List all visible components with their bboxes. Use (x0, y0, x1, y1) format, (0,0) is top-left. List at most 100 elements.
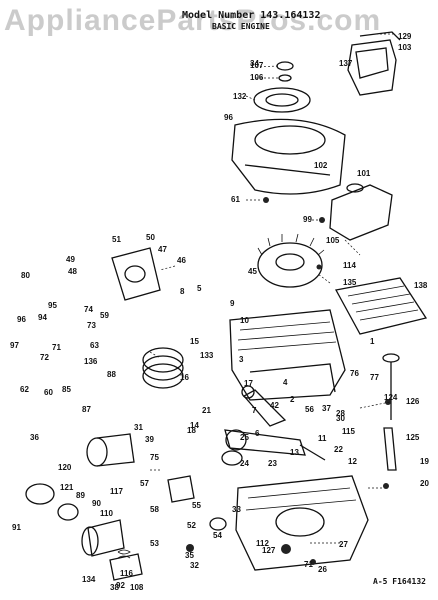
part-callout-17: 17 (244, 379, 253, 388)
part-callout-58: 58 (150, 505, 159, 514)
part-callout-116: 116 (120, 569, 133, 578)
part-callout-35: 35 (185, 551, 194, 560)
part-callout-87: 87 (82, 405, 91, 414)
part-callout-14: 14 (190, 421, 199, 430)
muffler-part[interactable] (329, 183, 393, 241)
part-callout-124: 124 (384, 393, 398, 402)
part-callout-2: 2 (290, 395, 295, 404)
part-callout-74: 74 (84, 305, 93, 314)
part-callout-33: 33 (232, 505, 241, 514)
part-callout-88: 88 (107, 370, 116, 379)
part-callout-80: 80 (21, 271, 30, 280)
part-callout-45: 45 (248, 267, 257, 276)
engine-block-part[interactable] (229, 309, 346, 401)
part-callout-37: 37 (322, 404, 331, 413)
sump-base-part[interactable] (235, 475, 369, 571)
watermark: AppliancePartsPros.com (4, 4, 382, 37)
dipstick-part[interactable] (382, 353, 400, 420)
part-callout-46: 46 (177, 256, 186, 265)
part-callout-23: 23 (268, 459, 277, 468)
part-callout-38: 38 (110, 583, 119, 592)
spacer-cylinder-part[interactable] (86, 433, 135, 467)
part-callout-132: 132 (233, 92, 247, 101)
part-callout-96: 96 (17, 315, 26, 324)
carburetor-part[interactable] (111, 247, 161, 301)
part-callout-15: 15 (190, 337, 199, 346)
part-callout-110: 110 (100, 509, 113, 518)
part-callout-92: 92 (116, 581, 125, 590)
part-callout-60: 60 (44, 388, 53, 397)
part-callout-85: 85 (62, 385, 71, 394)
part-callout-101: 101 (357, 169, 371, 178)
part-callout-49: 49 (66, 255, 75, 264)
part-callout-25: 25 (240, 433, 249, 442)
part-callout-53: 53 (150, 539, 159, 548)
part-callout-96: 96 (224, 113, 233, 122)
part-callout-9: 9 (230, 299, 235, 308)
diagram-subtitle: BASIC ENGINE (212, 22, 270, 31)
part-callout-24: 24 (240, 459, 249, 468)
part-callout-77: 77 (370, 373, 379, 382)
part-callout-48: 48 (68, 267, 77, 276)
part-callout-112: 112 (256, 539, 269, 548)
part-callout-91: 91 (12, 523, 21, 532)
part-callout-42: 42 (270, 401, 279, 410)
governor-gear-part[interactable] (167, 450, 243, 531)
air-filter-assembly[interactable] (347, 31, 401, 96)
part-callout-27: 27 (339, 540, 348, 549)
part-callout-135: 135 (343, 278, 357, 287)
part-callout-90: 90 (92, 499, 101, 508)
part-callout-30: 30 (336, 414, 345, 423)
part-callout-54: 54 (213, 531, 222, 540)
part-callout-4: 4 (283, 378, 288, 387)
part-callout-126: 126 (406, 397, 420, 406)
part-callout-121: 121 (60, 483, 74, 492)
diagram-footer-code: A-5 F164132 (373, 577, 426, 586)
part-callout-32: 32 (190, 561, 199, 570)
part-callout-28: 28 (336, 409, 345, 418)
part-callout-138: 138 (414, 281, 428, 290)
part-callout-52: 52 (187, 521, 196, 530)
part-callout-120: 120 (58, 463, 72, 472)
part-callout-3: 3 (239, 355, 244, 364)
part-callout-36: 36 (30, 433, 39, 442)
part-callout-31: 31 (134, 423, 143, 432)
part-callout-61: 61 (231, 195, 240, 204)
part-callout-73: 73 (87, 321, 96, 330)
part-callout-117: 117 (110, 487, 123, 496)
part-callout-7: 7 (252, 406, 257, 415)
part-callout-10: 10 (240, 316, 249, 325)
part-callout-95: 95 (48, 301, 57, 310)
instruction-sheet-part[interactable] (335, 277, 428, 335)
piston-part[interactable] (142, 347, 184, 389)
part-callout-12: 12 (348, 457, 357, 466)
part-callout-11: 11 (318, 434, 327, 443)
part-callout-22: 22 (334, 445, 343, 454)
part-callout-13: 13 (290, 448, 299, 457)
part-callout-1: 1 (370, 337, 375, 346)
part-callout-97: 97 (10, 341, 19, 350)
model-number-header: Model Number 143.164132 (182, 10, 321, 21)
part-callout-125: 125 (406, 433, 420, 442)
blower-housing-part[interactable] (231, 118, 346, 195)
part-callout-133: 133 (200, 351, 214, 360)
part-callout-34: 34 (250, 59, 259, 68)
leader-lines (149, 33, 396, 544)
connecting-rod-part[interactable] (241, 385, 287, 427)
flywheel-part[interactable] (257, 233, 325, 288)
oil-fill-tube-part[interactable] (383, 427, 397, 471)
part-callout-76: 76 (350, 369, 359, 378)
oil-filter-part[interactable] (81, 519, 143, 581)
part-callout-6: 6 (255, 429, 260, 438)
part-callout-56: 56 (305, 405, 314, 414)
part-callout-51: 51 (112, 235, 121, 244)
part-callout-103: 103 (398, 43, 412, 52)
rotating-screen-part[interactable] (253, 87, 311, 113)
small-hardware-parts (186, 197, 391, 565)
part-callout-19: 19 (420, 457, 429, 466)
starter-cup-part[interactable] (25, 483, 79, 521)
part-callout-99: 99 (303, 215, 312, 224)
crankshaft-part[interactable] (224, 429, 326, 461)
